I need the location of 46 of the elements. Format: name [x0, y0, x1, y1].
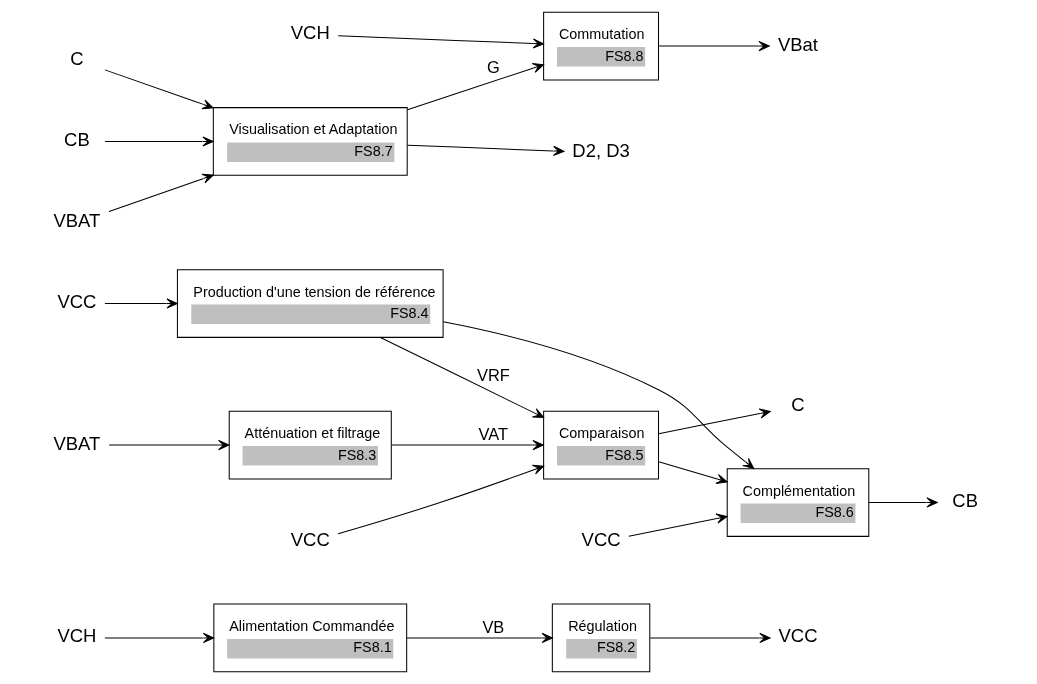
edge-label: VB [481, 617, 504, 636]
node-text: VCC [778, 625, 817, 647]
node-text: CB [63, 128, 90, 150]
arrow [103, 632, 214, 644]
arrow [103, 136, 214, 147]
edge-label: G [486, 57, 500, 76]
node-text: VCC [290, 529, 330, 551]
node-text: D2, D3 [571, 140, 630, 162]
node-box: Commutation FS8.8 [542, 11, 659, 81]
node-text: C [790, 393, 805, 415]
arrow [379, 336, 544, 418]
arrow [657, 408, 771, 435]
edge-label: VRF [476, 366, 510, 385]
node-text: VCC [581, 529, 621, 551]
node-box: Atténuation et filtrage FS8.3 [228, 410, 392, 480]
arrow [103, 69, 214, 110]
arrow [868, 497, 938, 508]
arrow [390, 439, 544, 451]
node-box: Alimentation Commandée FS8.1 [212, 603, 407, 673]
node-box: Comparaison FS8.5 [542, 410, 659, 480]
arrow [108, 173, 214, 213]
arrow [406, 63, 544, 111]
arrow [406, 632, 553, 644]
arrow [337, 35, 544, 49]
arrow [627, 513, 728, 537]
node-text: VCC [56, 291, 96, 313]
arrow [108, 439, 229, 451]
node-text: VBAT [52, 432, 100, 454]
arrow [337, 464, 544, 535]
arrow [442, 321, 754, 469]
node-box: Régulation FS8.2 [551, 603, 650, 673]
node-box: Complémentation FS8.6 [726, 468, 869, 537]
arrow [657, 461, 728, 484]
node-text: C [69, 47, 84, 69]
arrow [103, 298, 178, 309]
node-text: VBAT [52, 210, 100, 232]
arrow [649, 632, 771, 644]
arrow [406, 144, 564, 157]
node-text: VCH [56, 625, 96, 647]
node-box: Visualisation et Adaptation FS8.7 [212, 107, 408, 176]
node-text: CB [951, 490, 978, 512]
node-box: Production d'une tension de référence FS8.4 [176, 269, 444, 338]
arrow [657, 40, 770, 52]
node-text: VCH [290, 22, 330, 44]
node-text: VBat [777, 33, 818, 55]
edge-label: VAT [478, 424, 508, 443]
